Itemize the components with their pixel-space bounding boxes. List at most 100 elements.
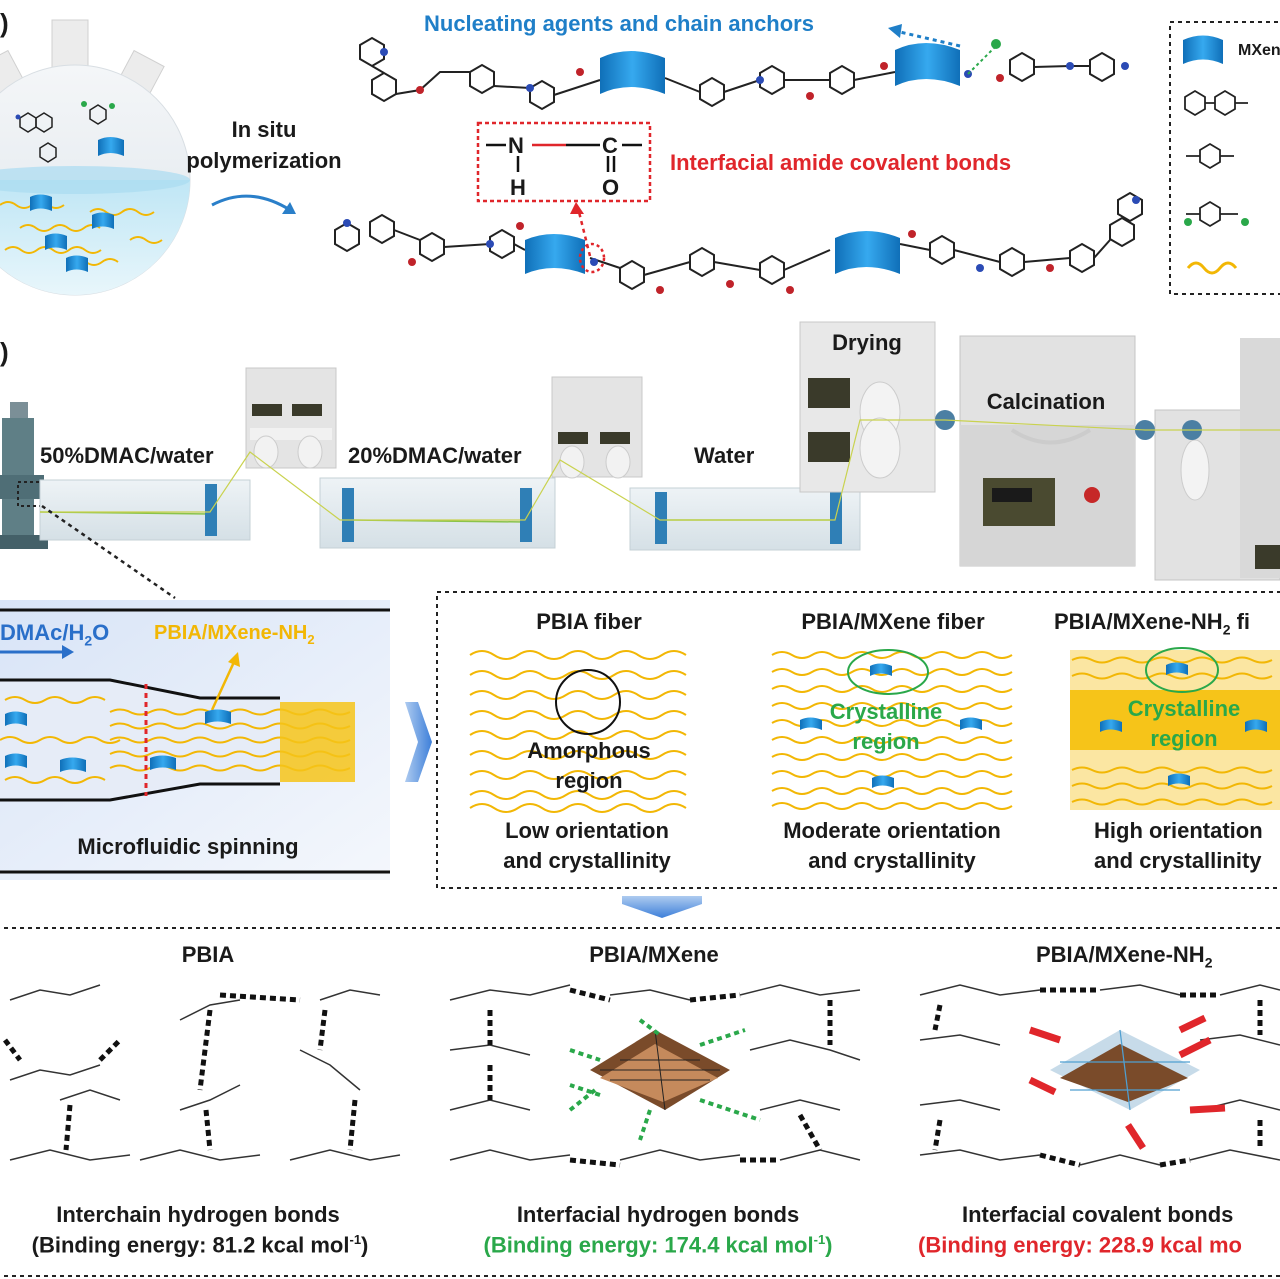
legend-chlorine-1 [1184, 218, 1192, 226]
amide-h: H [510, 175, 526, 200]
process-arrow [211, 194, 291, 212]
amorphous-region-circle [555, 669, 621, 735]
binding-title-pbia-mxene-nh2: PBIA/MXene-NH2 [1036, 942, 1213, 971]
bond-type-pbia-mxene-nh2: Interfacial covalent bonds [962, 1202, 1234, 1227]
amide-highlight-circle [578, 242, 606, 274]
legend-chlorine-2 [1241, 218, 1249, 226]
chain-atoms-bottom [343, 196, 1140, 294]
crystalline-label-high-1: Crystalline [1127, 696, 1241, 721]
amide-pointer-head [570, 202, 584, 214]
pbia-hbonds [3, 992, 358, 1151]
post-treatment-unit [1154, 338, 1280, 581]
moderate-mxene-flakes [800, 663, 982, 788]
panel-a-label: ) [0, 8, 9, 38]
crystalline-label-moderate-1: Crystalline [829, 699, 943, 724]
amorphous-label-2: region [555, 768, 623, 793]
nucleating-callout: Nucleating agents and chain anchors [424, 11, 814, 36]
legend-mxene-icon [1183, 35, 1223, 64]
binding-title-pbia: PBIA [181, 942, 235, 967]
high-mxene-flakes [1100, 662, 1267, 786]
amide-pointer [576, 207, 592, 257]
fiber-title-moderate: PBIA/MXene fiber [801, 609, 985, 634]
bath3-label: Water [694, 443, 755, 468]
pbia-mxene-hbonds-black [487, 987, 833, 1168]
callout-dotted-arrow [899, 30, 961, 48]
fiber-label-pointer [210, 661, 236, 711]
fiber-desc-low-2: and crystallinity [503, 848, 671, 873]
fiber-title-low: PBIA fiber [536, 609, 642, 634]
callout-arrowhead [888, 24, 902, 38]
channel-wall-top [0, 678, 280, 700]
calcination-label: Calcination [986, 389, 1106, 414]
winder-1 [245, 367, 337, 469]
bath1-label: 50%DMAC/water [40, 443, 214, 468]
fiber-comparison-box [436, 591, 1280, 889]
fiber-label-pointer-head [228, 652, 240, 667]
amide-c: C [602, 133, 618, 158]
crystalline-ellipse-moderate [847, 649, 929, 695]
fiber-desc-high-1: High orientation [1094, 818, 1263, 843]
coagulation-bath-1 [39, 479, 251, 541]
mxene-sheet-top-1 [600, 51, 665, 94]
fiber-desc-moderate-1: Moderate orientation [783, 818, 1001, 843]
mxene-sheet-top-2 [895, 43, 960, 86]
amide-bond-label: Interfacial amide covalent bonds [670, 150, 1012, 175]
crystalline-ellipse-high [1145, 647, 1219, 693]
amide-bond-box [476, 121, 652, 203]
legend-box [1169, 21, 1280, 295]
bond-type-pbia: Interchain hydrogen bonds [56, 1202, 340, 1227]
mxene-sheet-bottom-2 [835, 231, 900, 274]
pbia-mxene-nh2-hbonds [932, 987, 1263, 1168]
binding-energy-pbia-mxene-nh2: (Binding energy: 228.9 kcal mo [918, 1232, 1242, 1258]
fiber-label: PBIA/MXene-NH2 [154, 622, 315, 647]
binding-title-pbia-mxene: PBIA/MXene [589, 942, 719, 967]
drying-label: Drying [832, 330, 902, 355]
pbia-chains [9, 984, 401, 1161]
fiber-path [40, 419, 1280, 521]
process-arrowhead [282, 202, 296, 214]
binding-energy-pbia-mxene: (Binding energy: 174.4 kcal mol-1) [483, 1232, 833, 1258]
winder-2 [551, 376, 643, 479]
legend-molecule-icons [1184, 89, 1248, 228]
legend-fiber-icon [1186, 261, 1238, 275]
process-label-line2: polymerization [186, 148, 342, 173]
fiber-bundle [280, 702, 355, 782]
fiber-desc-high-2: and crystallinity [1094, 848, 1262, 873]
polymer-chain-bottom [334, 191, 1143, 291]
binding-energy-pbia: (Binding energy: 81.2 kcal mol-1) [31, 1232, 369, 1258]
flask-mxene-flakes [30, 137, 124, 272]
crystalline-label-moderate-2: region [852, 729, 920, 754]
fiber-desc-moderate-2: and crystallinity [808, 848, 976, 873]
amorphous-label-1: Amorphous [527, 738, 651, 763]
coagulation-bath-3 [629, 487, 861, 551]
bond-type-pbia-mxene: Interfacial hydrogen bonds [516, 1202, 800, 1227]
mxene-sheet-bottom-1 [525, 234, 585, 274]
panel-transition-arrow [405, 702, 432, 782]
zoom-dotted-line [41, 504, 176, 600]
coagulation-bath-2 [319, 477, 556, 549]
green-dotted-link [967, 45, 997, 75]
process-label-line1: In situ [231, 117, 297, 142]
drying-unit [799, 321, 936, 493]
panel-down-arrow [622, 896, 702, 918]
amide-bonds-drawing [486, 143, 642, 172]
channel-wall-bottom [0, 782, 280, 802]
amide-o: O [602, 175, 620, 200]
bath2-label: 20%DMAC/water [348, 443, 522, 468]
legend-mxene-label: MXen [1238, 42, 1280, 59]
polymer-chain-top [359, 36, 1115, 111]
binding-energy-box [0, 927, 1280, 1277]
pbia-mxene-crystal [590, 1029, 730, 1111]
amide-n: N [508, 133, 524, 158]
crystalline-label-high-2: region [1150, 726, 1218, 751]
fiber-title-high: PBIA/MXene-NH2 fi [1054, 609, 1251, 638]
pbia-mxene-nh2-covalent [1028, 1014, 1226, 1150]
fiber-desc-low-1: Low orientation [505, 818, 669, 843]
flask-monomers [15, 101, 115, 163]
flow-arrowhead [62, 645, 74, 659]
chain-atoms-top [380, 39, 1129, 100]
spinning-caption: Microfluidic spinning [77, 834, 299, 859]
calcination-furnace [959, 335, 1136, 567]
channel-mxene-flakes [5, 709, 231, 772]
